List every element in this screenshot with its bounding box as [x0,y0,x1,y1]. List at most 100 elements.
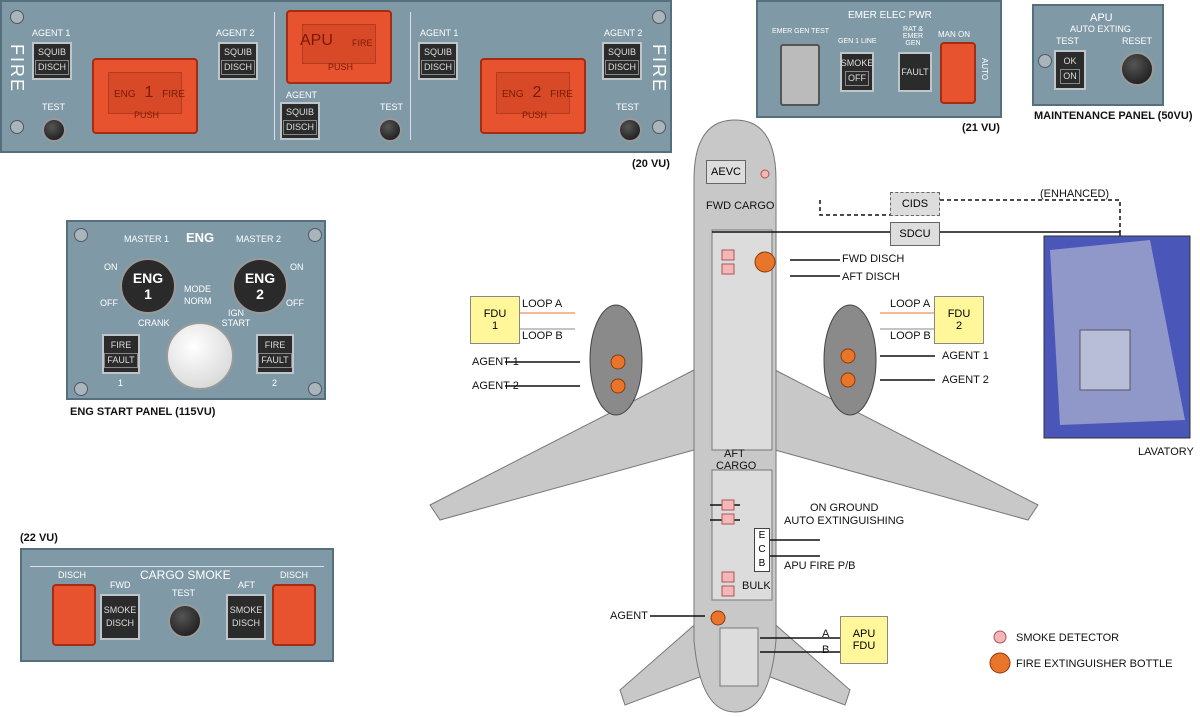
cargo-smoke-test-button[interactable] [168,604,202,638]
push-text: PUSH [522,110,548,120]
aft-disch-label: DISCH [280,570,309,580]
emer-panel-caption: (21 VU) [962,122,1000,134]
fire-text: FIRE [264,340,286,350]
eng-number: 1 [144,286,152,302]
fire-panel-20vu: FIRE FIRE AGENT 1 SQUIB DISCH AGENT 2 SQ… [0,0,672,153]
ecb-box: E C B [754,528,770,572]
eng-text: ENG [114,89,136,100]
agent2-label-left: AGENT 2 [472,380,519,392]
fwd-label: FWD [110,580,131,590]
squib-text: SQUIB [285,107,314,117]
fdu1-box: FDU 1 [470,296,520,344]
apu-fire-pushbutton[interactable]: APU FIRE PUSH [286,10,392,84]
cids-box: CIDS [890,192,940,216]
master2-switch[interactable]: ENG 2 [232,258,288,314]
crank-label: CRANK [138,318,170,328]
lavatory-label: LAVATORY [1138,446,1194,458]
loop-b-label-left: LOOP B [522,330,563,342]
on-ground-label-1: ON GROUND [810,502,879,514]
eng1-test-button[interactable] [42,118,66,142]
gen1-line-smoke-button[interactable]: SMOKE OFF [840,52,874,92]
man-on-guard[interactable] [940,42,976,104]
test-label: TEST [172,588,196,598]
legend-bottle-icon [989,652,1011,674]
disch-text: DISCH [105,618,134,628]
eng2-fire-text: ENG 2 FIRE [502,84,573,102]
test-label: TEST [380,102,404,112]
ecb-b: B [758,558,766,569]
eng1-agent2-squib-button[interactable]: SQUIB DISCH [218,42,258,80]
line-b-label: B [822,644,830,656]
apu-auto-exting-test-button[interactable]: OK ON [1054,50,1086,90]
smoke-text: SMOKE [103,605,137,615]
eng2-fire-pushbutton[interactable]: ENG 2 FIRE PUSH [480,58,586,134]
guard-window [302,24,376,64]
right-wing [774,369,1039,521]
test-label: TEST [616,102,640,112]
sdcu-box: SDCU [890,222,940,246]
emer-gen-test-guard[interactable] [780,44,820,106]
eng-text: ENG [502,89,524,100]
guard-window [496,72,570,114]
fire-text: FIRE [162,89,185,100]
mode-selector-knob[interactable] [166,322,234,390]
apu-test-button[interactable] [378,118,402,142]
eng1-fire-text: ENG 1 FIRE [114,84,185,102]
screw [74,382,88,396]
off-text: OFF [845,71,869,86]
master2-label: MASTER 2 [236,234,282,244]
eng2-agent2-squib-button[interactable]: SQUIB DISCH [602,42,642,80]
aft-disch-label: AFT DISCH [842,271,900,283]
cargo-smoke-panel: CARGO SMOKE DISCH FWD AFT DISCH TEST SMO… [20,548,334,662]
fdu2-box: FDU 2 [934,296,984,344]
ecb-c: C [758,544,766,555]
agent2-label: AGENT 2 [216,28,255,38]
aft-cargo-label-2: CARGO [716,460,757,472]
squib-text: SQUIB [423,47,452,57]
legend-smoke-detector-icon [993,630,1007,644]
agent-label: AGENT [286,90,318,100]
aft-cargo-label-1: AFT [724,448,745,460]
eng1-agent1-squib-button[interactable]: SQUIB DISCH [32,42,72,80]
loop-lines [520,312,935,330]
eng1-fire-pushbutton[interactable]: ENG 1 FIRE PUSH [92,58,198,134]
master1-label: MASTER 1 [124,234,170,244]
lavatory-illustration [1043,235,1191,439]
loop-b-label-right: LOOP B [890,330,931,342]
ecb-e: E [758,530,766,541]
screw [308,228,322,242]
rat-emer-gen-fault-button[interactable]: FAULT [898,52,932,92]
aft-smoke-disch-button[interactable]: SMOKE DISCH [226,594,266,640]
eng-title: ENG [186,230,215,245]
on-text: ON [1060,69,1080,84]
eng-start-panel-caption: ENG START PANEL (115VU) [70,406,216,418]
eng2-test-button[interactable] [618,118,642,142]
apu-compartment [719,627,759,687]
fwd-disch-guard[interactable] [52,584,96,646]
agent1-label-left: AGENT 1 [472,356,519,368]
screw [1038,54,1052,68]
rat-emer-gen-label: RAT & EMER GEN [902,26,924,47]
fwd-smoke-disch-button[interactable]: SMOKE DISCH [100,594,140,640]
aft-disch-guard[interactable] [272,584,316,646]
fault-text: FAULT [258,353,292,368]
apu-agent-squib-button[interactable]: SQUIB DISCH [280,102,320,140]
test-label: TEST [42,102,66,112]
off-label: OFF [100,298,118,308]
eng-start-panel: MASTER 1 ENG MASTER 2 ON OFF ON OFF ENG … [66,220,326,400]
apu-text: APU [852,628,876,640]
disch-text: DISCH [282,120,317,135]
apu-label: APU [1090,12,1113,24]
loop-a-label-right: LOOP A [890,298,931,310]
agent1-label-right: AGENT 1 [942,350,989,362]
screw [10,120,24,134]
eng2-agent1-squib-button[interactable]: SQUIB DISCH [418,42,458,80]
master1-switch[interactable]: ENG 1 [120,258,176,314]
test-label: TEST [1056,36,1080,46]
fire-panel-caption: (20 VU) [632,158,670,170]
emer-gen-test-label: EMER GEN TEST [772,28,830,35]
fire-label-left: FIRE [7,44,27,94]
auto-exting-label: AUTO EXTING [1070,24,1131,34]
apu-auto-exting-reset-button[interactable] [1120,52,1154,86]
